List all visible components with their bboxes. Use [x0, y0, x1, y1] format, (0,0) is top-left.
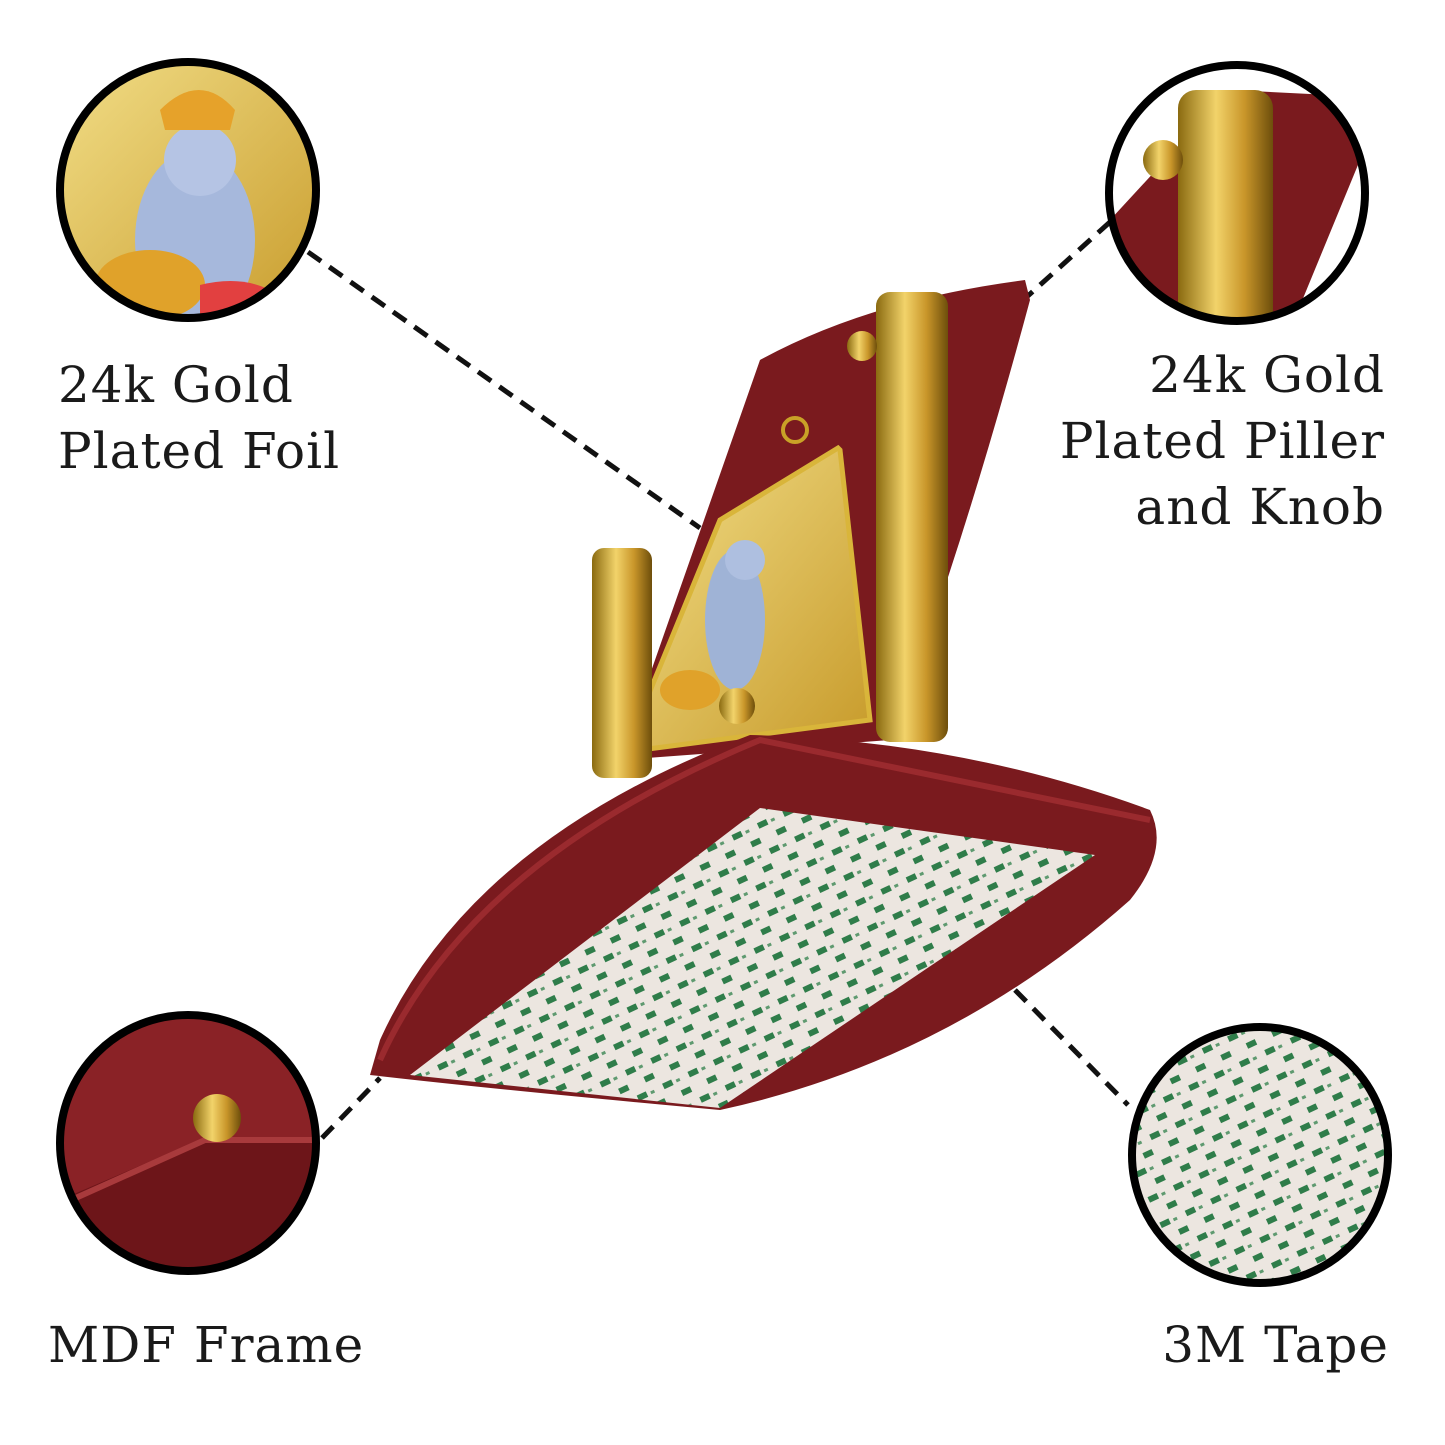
knob [719, 688, 755, 724]
tape-detail-circle [1128, 1023, 1392, 1287]
label-gold-foil: 24k Gold Plated Foil [58, 352, 340, 484]
product-stand [370, 280, 1157, 1110]
3m-tape-base [410, 808, 1095, 1108]
foil-detail-circle [56, 58, 320, 322]
piller-detail-circle [1105, 61, 1369, 325]
label-line: Plated Foil [58, 422, 341, 480]
knob [847, 331, 877, 361]
label-line: and Knob [1135, 478, 1385, 536]
label-line: Plated Piller [1059, 412, 1385, 470]
label-mdf-frame: MDF Frame [48, 1312, 364, 1378]
label-line: MDF Frame [48, 1316, 365, 1374]
frame-detail-circle [56, 1011, 320, 1275]
pillar-left [592, 548, 652, 778]
om-symbol [781, 416, 809, 444]
label-3m-tape: 3M Tape [1162, 1312, 1389, 1378]
label-line: 24k Gold [1149, 346, 1385, 404]
pillar-right [876, 292, 948, 742]
label-gold-piller: 24k Gold Plated Piller and Knob [1060, 342, 1385, 540]
label-line: 3M Tape [1162, 1316, 1389, 1374]
label-line: 24k Gold [58, 356, 294, 414]
